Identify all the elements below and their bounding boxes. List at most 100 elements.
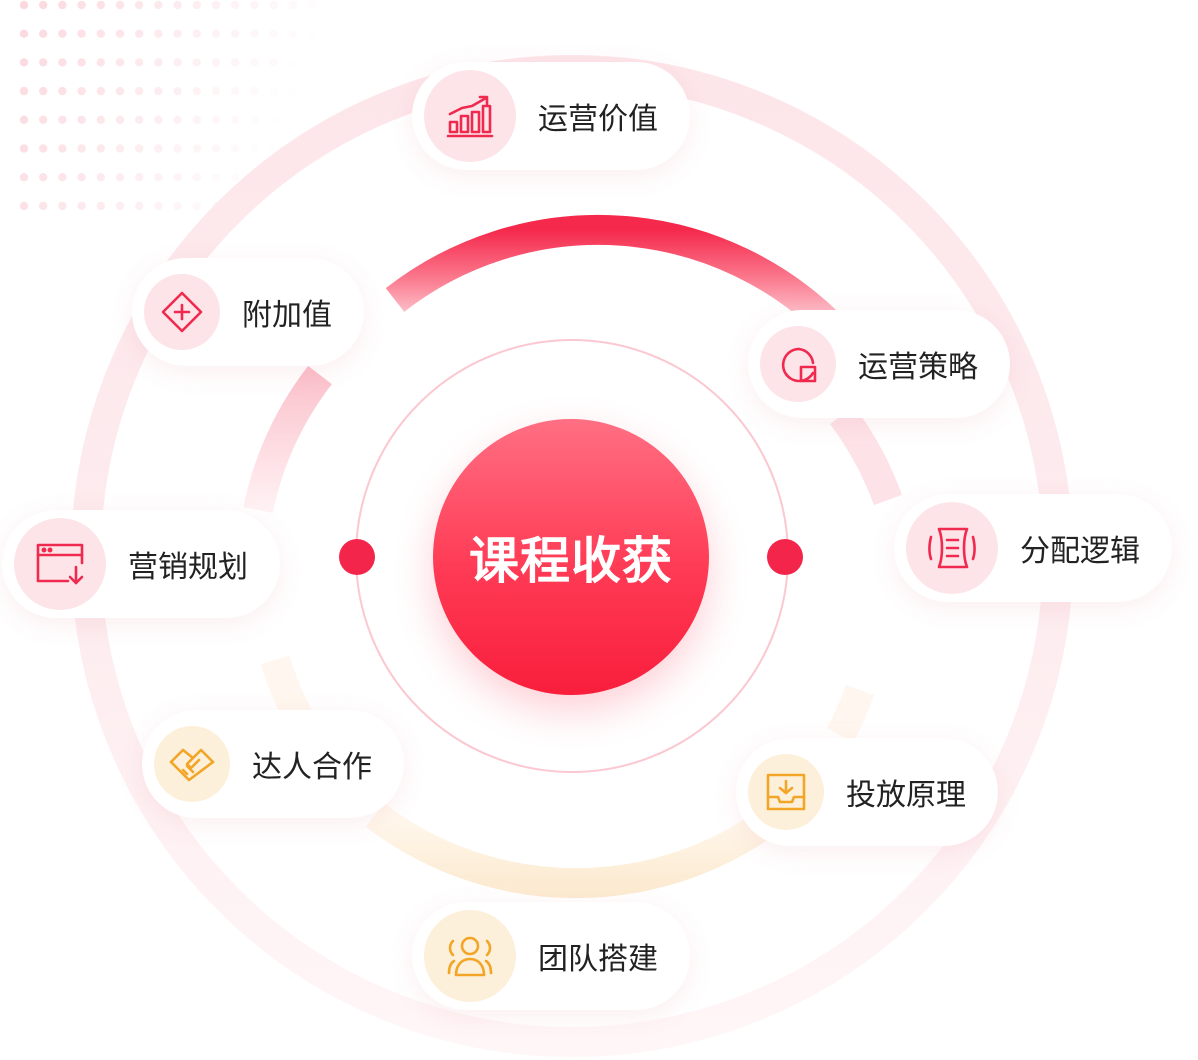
node-label-daren-hezuo: 达人合作 bbox=[252, 742, 372, 786]
decorative-dot bbox=[250, 30, 258, 38]
node-label-yingxiao-guihua: 营销规划 bbox=[128, 542, 248, 586]
decorative-dot bbox=[231, 30, 239, 38]
decorative-dot bbox=[135, 144, 143, 152]
decorative-dot bbox=[154, 116, 162, 124]
node-yunying-celue: 运营策略 bbox=[748, 310, 1010, 418]
inbox-download-icon bbox=[748, 754, 824, 830]
decorative-dot bbox=[173, 58, 181, 66]
decorative-dot bbox=[173, 1, 181, 9]
diamond-plus-icon bbox=[144, 274, 220, 350]
handshake-icon bbox=[154, 726, 230, 802]
node-fenpei-luoji: 分配逻辑 bbox=[894, 494, 1172, 602]
decorative-dot bbox=[231, 116, 239, 124]
decorative-dot bbox=[154, 202, 162, 210]
inner-arc-bottom-right bbox=[840, 690, 860, 735]
decorative-dot bbox=[97, 116, 105, 124]
decorative-dot bbox=[193, 202, 201, 210]
decorative-dot bbox=[77, 116, 85, 124]
decorative-dot bbox=[58, 1, 66, 9]
decorative-dot bbox=[97, 58, 105, 66]
decorative-dot bbox=[116, 87, 124, 95]
decorative-dot bbox=[97, 144, 105, 152]
decorative-dot bbox=[269, 1, 277, 9]
decorative-dot bbox=[39, 173, 47, 181]
node-label-yunying-jiazhi: 运营价值 bbox=[538, 94, 658, 138]
decorative-dot bbox=[154, 30, 162, 38]
decorative-dot bbox=[97, 30, 105, 38]
decorative-dot bbox=[212, 116, 220, 124]
decorative-dot bbox=[250, 144, 258, 152]
decorative-dot bbox=[135, 58, 143, 66]
decorative-dot bbox=[116, 30, 124, 38]
decorative-dot bbox=[154, 1, 162, 9]
decorative-dot bbox=[116, 116, 124, 124]
decorative-dot bbox=[58, 173, 66, 181]
decorative-dot bbox=[173, 144, 181, 152]
decorative-dot bbox=[250, 87, 258, 95]
decorative-dot bbox=[39, 116, 47, 124]
inner-arc-right bbox=[842, 415, 888, 500]
decorative-dot bbox=[97, 202, 105, 210]
decorative-dot bbox=[193, 1, 201, 9]
decorative-dot bbox=[173, 116, 181, 124]
decorative-dot bbox=[289, 30, 297, 38]
decorative-dot bbox=[116, 58, 124, 66]
decorative-dot bbox=[173, 173, 181, 181]
decorative-dot bbox=[269, 87, 277, 95]
decorative-dot bbox=[116, 1, 124, 9]
decorative-dot bbox=[39, 1, 47, 9]
decorative-dot bbox=[77, 144, 85, 152]
node-daren-hezuo: 达人合作 bbox=[142, 710, 404, 818]
node-label-yunying-celue: 运营策略 bbox=[858, 342, 978, 386]
decorative-dot bbox=[77, 1, 85, 9]
decorative-dot bbox=[212, 87, 220, 95]
browser-download-icon bbox=[14, 518, 106, 610]
decorative-dot bbox=[231, 173, 239, 181]
decorative-dot bbox=[20, 1, 28, 9]
decorative-dot bbox=[173, 87, 181, 95]
decorative-dot bbox=[212, 1, 220, 9]
decorative-dot bbox=[193, 173, 201, 181]
node-yunying-jiazhi: 运营价值 bbox=[412, 62, 690, 170]
decorative-dot bbox=[77, 202, 85, 210]
node-label-tuandui-dajian: 团队搭建 bbox=[538, 934, 658, 978]
decorative-dot bbox=[289, 1, 297, 9]
node-label-fenpei-luoji: 分配逻辑 bbox=[1020, 526, 1140, 570]
decorative-dot bbox=[193, 30, 201, 38]
node-tuandui-dajian: 团队搭建 bbox=[412, 902, 690, 1010]
decorative-dot bbox=[289, 58, 297, 66]
decorative-dot bbox=[135, 173, 143, 181]
decorative-dot bbox=[77, 30, 85, 38]
decorative-dot bbox=[135, 30, 143, 38]
decorative-dot bbox=[231, 144, 239, 152]
decorative-dot bbox=[154, 58, 162, 66]
decorative-dot bbox=[269, 58, 277, 66]
decorative-dot bbox=[20, 173, 28, 181]
decorative-dot bbox=[250, 1, 258, 9]
decorative-dot bbox=[39, 87, 47, 95]
decorative-dot bbox=[116, 202, 124, 210]
decorative-dot bbox=[97, 173, 105, 181]
center-title: 课程收获 bbox=[469, 521, 673, 593]
decorative-dot bbox=[20, 144, 28, 152]
decorative-dot bbox=[193, 116, 201, 124]
decorative-dot bbox=[20, 58, 28, 66]
decorative-dot bbox=[231, 87, 239, 95]
decorative-dot bbox=[116, 173, 124, 181]
decorative-dot bbox=[116, 144, 124, 152]
decorative-dot bbox=[135, 116, 143, 124]
decorative-dot bbox=[173, 30, 181, 38]
center-circle: 课程收获 bbox=[433, 419, 709, 695]
decorative-dot bbox=[193, 87, 201, 95]
right-dot bbox=[767, 539, 803, 575]
node-fujiazhi: 附加值 bbox=[132, 258, 364, 366]
inner-arc-bottom bbox=[375, 815, 770, 883]
decorative-dot bbox=[308, 1, 316, 9]
inner-arc-top bbox=[395, 230, 835, 330]
decorative-dot bbox=[20, 202, 28, 210]
decorative-dot bbox=[269, 116, 277, 124]
decorative-dot bbox=[20, 116, 28, 124]
decorative-dot bbox=[154, 87, 162, 95]
decorative-dot bbox=[39, 58, 47, 66]
